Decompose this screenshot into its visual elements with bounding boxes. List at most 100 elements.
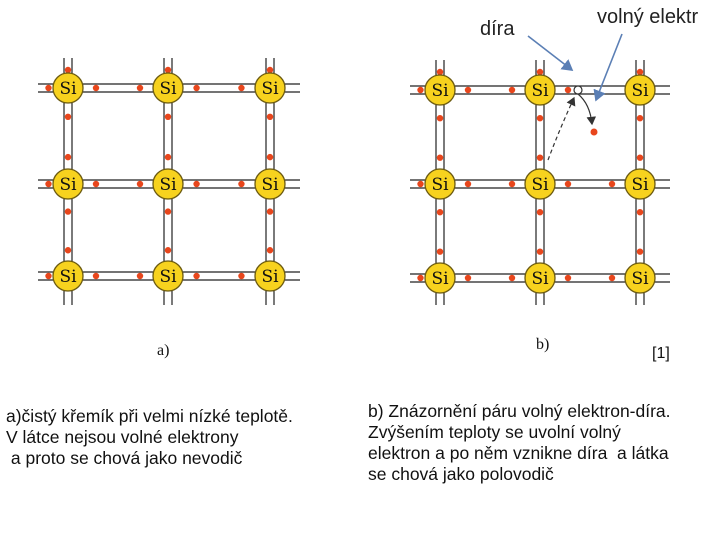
bond-electron bbox=[436, 154, 444, 161]
bond-electron bbox=[436, 209, 444, 216]
bond-electron bbox=[508, 86, 516, 94]
si-atom-label: Si bbox=[159, 79, 177, 99]
bond-electron bbox=[436, 248, 444, 255]
bond-electron bbox=[64, 113, 72, 121]
free-electron-pointer-arrow bbox=[593, 33, 623, 102]
si-atom bbox=[524, 262, 556, 294]
bond-electron bbox=[464, 274, 472, 282]
bond-electron bbox=[417, 86, 424, 94]
panel-b-label: b) bbox=[536, 336, 550, 353]
bond-electron bbox=[193, 84, 200, 92]
bond-electron bbox=[193, 272, 200, 280]
bond-electron bbox=[45, 84, 52, 92]
si-atom bbox=[254, 72, 286, 104]
bond-electron bbox=[636, 68, 644, 76]
bond-electron bbox=[64, 66, 72, 74]
bond-electron bbox=[64, 208, 72, 215]
si-atom-label: Si bbox=[431, 81, 449, 101]
electron-path-arrow bbox=[577, 93, 597, 126]
bond-electron bbox=[45, 180, 52, 188]
bond-electron bbox=[238, 180, 245, 188]
reference-label: [1] bbox=[652, 345, 670, 362]
bond-electron bbox=[64, 247, 72, 254]
bond-electron bbox=[266, 66, 274, 74]
free-electron bbox=[590, 128, 598, 136]
si-atom-label: Si bbox=[531, 269, 549, 289]
caption-b-line: b) Znázornění páru volný elektron-díra. bbox=[368, 401, 671, 421]
bond-electron bbox=[508, 274, 516, 282]
caption-b: b) Znázornění páru volný elektron-díra.Z… bbox=[368, 401, 671, 485]
si-atom-label: Si bbox=[261, 79, 279, 99]
si-atom-label: Si bbox=[631, 269, 649, 289]
bond-electron bbox=[92, 272, 100, 280]
bond-electron bbox=[193, 180, 200, 188]
si-atom bbox=[424, 262, 456, 294]
bond-electron bbox=[536, 68, 544, 76]
si-atom-label: Si bbox=[59, 267, 77, 287]
si-atom-label: Si bbox=[159, 267, 177, 287]
bond-electron bbox=[608, 274, 616, 282]
hole-marker bbox=[573, 85, 583, 95]
bond-electron bbox=[636, 154, 644, 161]
si-atom-label: Si bbox=[531, 175, 549, 195]
bond-electron bbox=[164, 113, 172, 121]
si-atom bbox=[624, 74, 656, 106]
bond-electron bbox=[536, 154, 544, 161]
si-atom bbox=[424, 74, 456, 106]
hole-fill-arrow bbox=[547, 96, 576, 161]
hole-pointer-arrow bbox=[527, 35, 574, 71]
si-atom bbox=[152, 72, 184, 104]
bond-electron bbox=[266, 247, 274, 254]
si-atom-label: Si bbox=[431, 269, 449, 289]
bond-electron bbox=[464, 180, 472, 188]
caption-b-line: se chová jako polovodič bbox=[368, 464, 554, 484]
bond-electron bbox=[636, 248, 644, 255]
si-atom bbox=[152, 168, 184, 200]
si-atom bbox=[624, 262, 656, 294]
bond-electron bbox=[45, 272, 52, 280]
si-atom-label: Si bbox=[531, 81, 549, 101]
bond-electron bbox=[464, 86, 472, 94]
bond-electron bbox=[164, 66, 172, 74]
bond-electron bbox=[266, 153, 274, 161]
bond-electron bbox=[536, 248, 544, 255]
bond-electron bbox=[238, 84, 245, 92]
bond-electron bbox=[564, 274, 572, 282]
caption-a: a)čistý křemík při velmi nízké teplotě.V… bbox=[6, 406, 293, 469]
bond-electron bbox=[136, 272, 144, 280]
free-electron-callout: volný elektr bbox=[597, 6, 699, 28]
bond-electron bbox=[92, 84, 100, 92]
bond-electron bbox=[417, 180, 424, 188]
bond-electron bbox=[436, 115, 444, 122]
bond-electron bbox=[164, 247, 172, 254]
si-atom bbox=[52, 168, 84, 200]
bond-electron bbox=[536, 209, 544, 216]
bond-electron bbox=[564, 180, 572, 188]
caption-a-line: V látce nejsou volné elektrony bbox=[6, 427, 239, 447]
caption-b-line: elektron a po něm vznikne díra a látka bbox=[368, 443, 669, 463]
panel-a-label: a) bbox=[157, 342, 170, 359]
si-atom bbox=[254, 168, 286, 200]
bond-electron bbox=[164, 208, 172, 215]
bond-electron bbox=[436, 68, 444, 76]
bond-electron bbox=[64, 153, 72, 161]
si-atom bbox=[524, 74, 556, 106]
si-atom bbox=[52, 72, 84, 104]
bond-electron bbox=[266, 113, 274, 121]
si-atom-label: Si bbox=[431, 175, 449, 195]
bond-electron bbox=[164, 153, 172, 161]
bond-electron bbox=[136, 84, 144, 92]
si-atom-label: Si bbox=[631, 175, 649, 195]
si-atom bbox=[524, 168, 556, 200]
si-atom-label: Si bbox=[261, 175, 279, 195]
bond-electron bbox=[136, 180, 144, 188]
bond-electron bbox=[238, 272, 245, 280]
caption-a-line: a)čistý křemík při velmi nízké teplotě. bbox=[6, 406, 293, 426]
si-atom-label: Si bbox=[631, 81, 649, 101]
bond-electron bbox=[564, 86, 572, 94]
bond-electron bbox=[417, 274, 424, 282]
si-atom bbox=[52, 260, 84, 292]
